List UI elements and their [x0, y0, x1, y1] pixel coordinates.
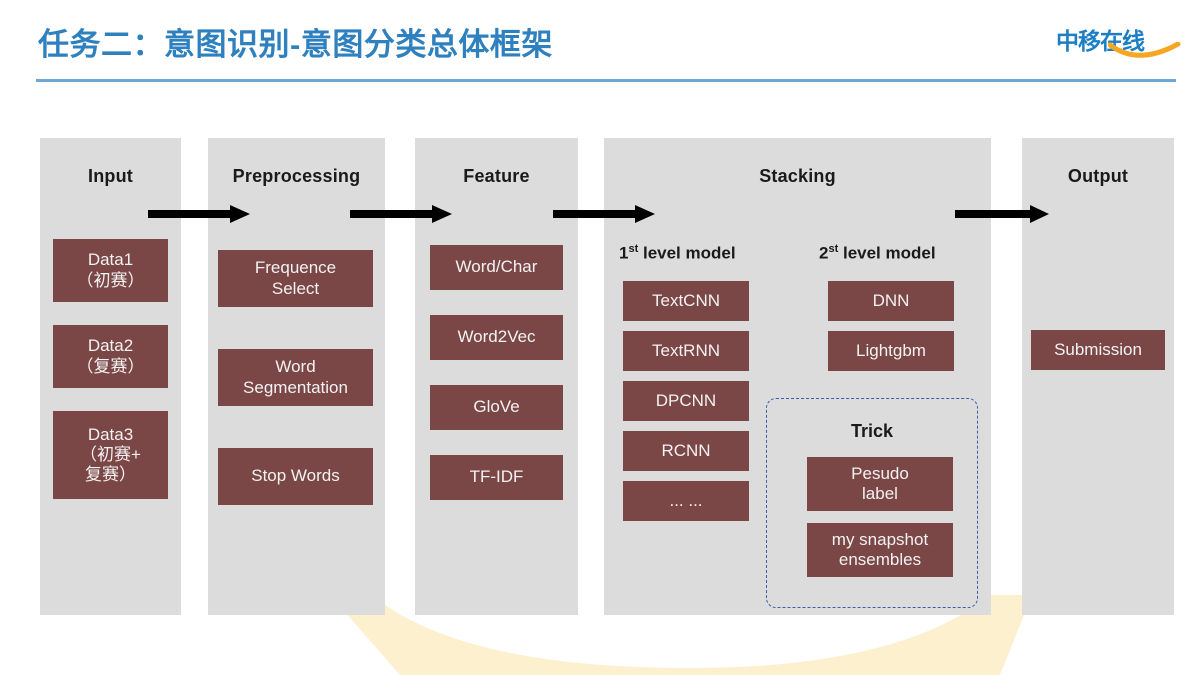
chip-word2vec: Word2Vec: [430, 315, 563, 360]
stage-title-output: Output: [1067, 166, 1129, 186]
chip-data1: Data1 （初赛）: [53, 239, 168, 302]
chip-word-char: Word/Char: [430, 245, 563, 290]
chip-stop-words: Stop Words: [218, 448, 373, 505]
chip-data3: Data3 （初赛+ 复赛）: [53, 411, 168, 499]
arrow-input-to-preprocessing: [148, 205, 250, 223]
brand-logo-text: 中移在线: [1056, 28, 1145, 54]
arrow-feature-to-stacking: [553, 205, 655, 223]
second-level-number: 2: [819, 243, 829, 263]
brand-logo-swoosh-icon: [1108, 42, 1181, 58]
second-level-label: level model: [838, 243, 936, 263]
page-title: 任务二：意图识别-意图分类总体框架: [38, 27, 553, 62]
stage-input: Input Data1 （初赛） Data2 （复赛） Data3 （初赛+ 复…: [40, 138, 181, 615]
chip-dnn: DNN: [828, 281, 954, 321]
brand-logo: 中移在线: [1056, 22, 1181, 62]
chip-ellipsis: ... ...: [623, 481, 749, 521]
chip-lightgbm: Lightgbm: [828, 331, 954, 371]
stage-title-feature: Feature: [463, 166, 530, 186]
second-level-ordinal-suffix: st: [828, 243, 839, 255]
chip-glove: GloVe: [430, 385, 563, 430]
chip-data2: Data2 （复赛）: [53, 325, 168, 388]
subhead-first-level-model: 1st level model: [619, 243, 736, 264]
first-level-number: 1: [619, 243, 629, 263]
trick-title: Trick: [850, 421, 894, 441]
chip-frequence-select: Frequence Select: [218, 250, 373, 307]
stage-feature: Feature Word/Char Word2Vec GloVe TF-IDF: [415, 138, 578, 615]
chip-submission: Submission: [1031, 330, 1165, 370]
stage-title-input: Input: [88, 166, 133, 186]
chip-pesudo-label: Pesudo label: [807, 457, 953, 511]
stage-output: Output Submission: [1022, 138, 1174, 615]
chip-dpcnn: DPCNN: [623, 381, 749, 421]
chip-textrnn: TextRNN: [623, 331, 749, 371]
chip-word-segmentation: Word Segmentation: [218, 349, 373, 406]
chip-tf-idf: TF-IDF: [430, 455, 563, 500]
arrow-preprocessing-to-feature: [350, 205, 452, 223]
first-level-label: level model: [638, 243, 736, 263]
stage-title-stacking: Stacking: [759, 166, 836, 186]
arrow-stacking-to-output: [955, 205, 1049, 223]
stage-title-preprocessing: Preprocessing: [232, 166, 361, 186]
chip-rcnn: RCNN: [623, 431, 749, 471]
title-divider: [36, 79, 1176, 82]
chip-textcnn: TextCNN: [623, 281, 749, 321]
trick-group: Trick Pesudo label my snapshot ensembles: [766, 398, 978, 608]
chip-my-snapshot-ensembles: my snapshot ensembles: [807, 523, 953, 577]
subhead-second-level-model: 2st level model: [819, 243, 936, 264]
stage-stacking: Stacking 1st level model TextCNN TextRNN…: [604, 138, 991, 615]
page-header: 任务二：意图识别-意图分类总体框架 中移在线: [0, 0, 1200, 92]
first-level-ordinal-suffix: st: [628, 243, 639, 255]
